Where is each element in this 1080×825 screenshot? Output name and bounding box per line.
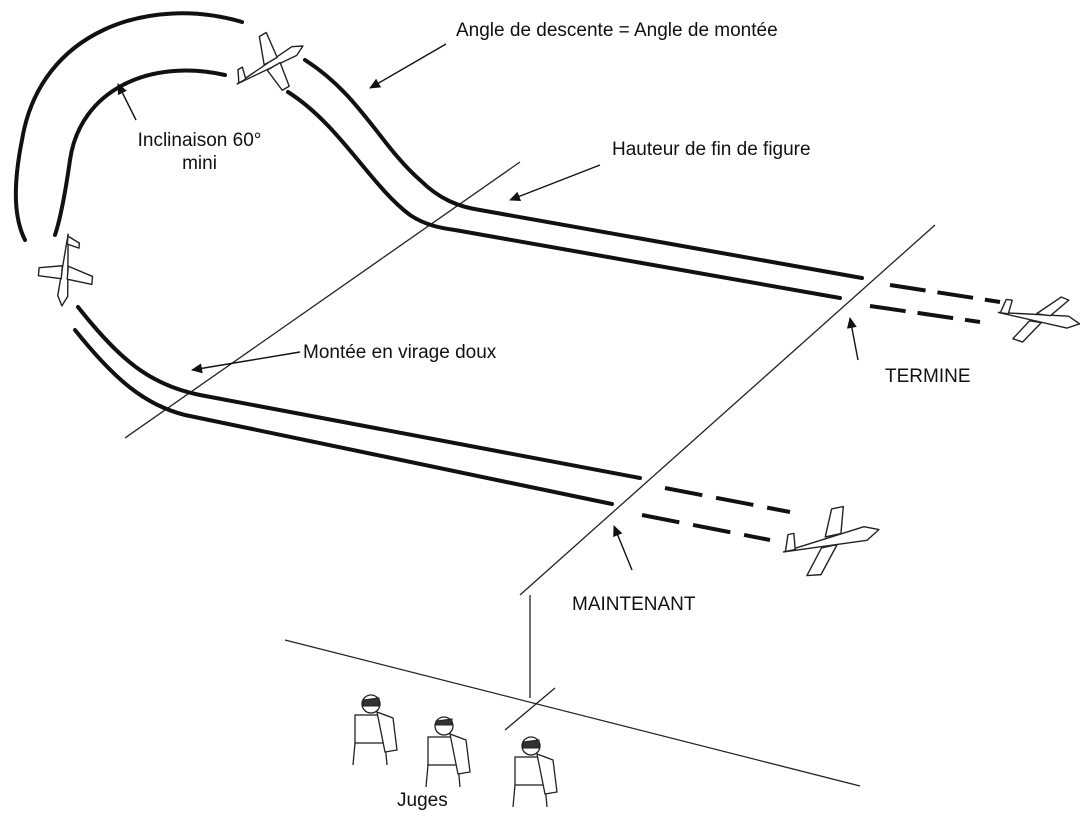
finish-height-pointer-arrow	[509, 164, 601, 202]
descent-pointer-arrow	[369, 43, 447, 89]
termine-label: TERMINE	[885, 366, 971, 387]
bank-pointer-arrow	[117, 83, 137, 121]
outer-lower-straight	[76, 305, 642, 480]
judge-figure	[352, 694, 398, 766]
finish-height-label: Hauteur de fin de figure	[612, 139, 811, 160]
maintenant-pointer-arrow	[613, 525, 633, 571]
judges-center-tick	[504, 687, 556, 731]
airplane-icon	[37, 233, 94, 307]
inner-lower-straight	[73, 328, 614, 506]
inner-upper-straight	[286, 90, 842, 300]
climb-turn-label: Montée en virage doux	[303, 342, 497, 363]
bank-angle-label-line2: mini	[182, 152, 217, 174]
box-near-edge-line	[519, 224, 936, 596]
flight-path	[13, 11, 1001, 542]
airplane-icon	[997, 296, 1080, 343]
airplane-icon	[236, 31, 304, 91]
outer-loop-top	[13, 11, 244, 242]
inner-dashed-entry-bottom	[641, 513, 771, 542]
judges-line	[284, 639, 861, 787]
judges-label: Juges	[397, 790, 448, 811]
climb-pointer-arrow	[191, 351, 301, 374]
judge-figure	[425, 716, 471, 788]
airplane-icon	[782, 505, 880, 577]
reference-lines	[124, 161, 936, 787]
descent-angle-label: Angle de descente = Angle de montée	[456, 20, 778, 41]
outer-upper-straight	[303, 58, 864, 280]
inner-loop-top	[53, 68, 227, 237]
inner-dashed-exit-top	[869, 304, 981, 324]
judge-figure	[512, 736, 558, 808]
maintenant-label: MAINTENANT	[572, 594, 696, 615]
pointer-arrows	[117, 43, 859, 571]
bank-angle-label-line1: Inclinaison 60°	[137, 130, 262, 151]
bank-angle-label: Inclinaison 60° mini	[112, 130, 287, 176]
termine-pointer-arrow	[846, 317, 859, 361]
outer-dashed-exit-top	[889, 283, 1001, 304]
outer-dashed-entry-bottom	[664, 486, 791, 514]
